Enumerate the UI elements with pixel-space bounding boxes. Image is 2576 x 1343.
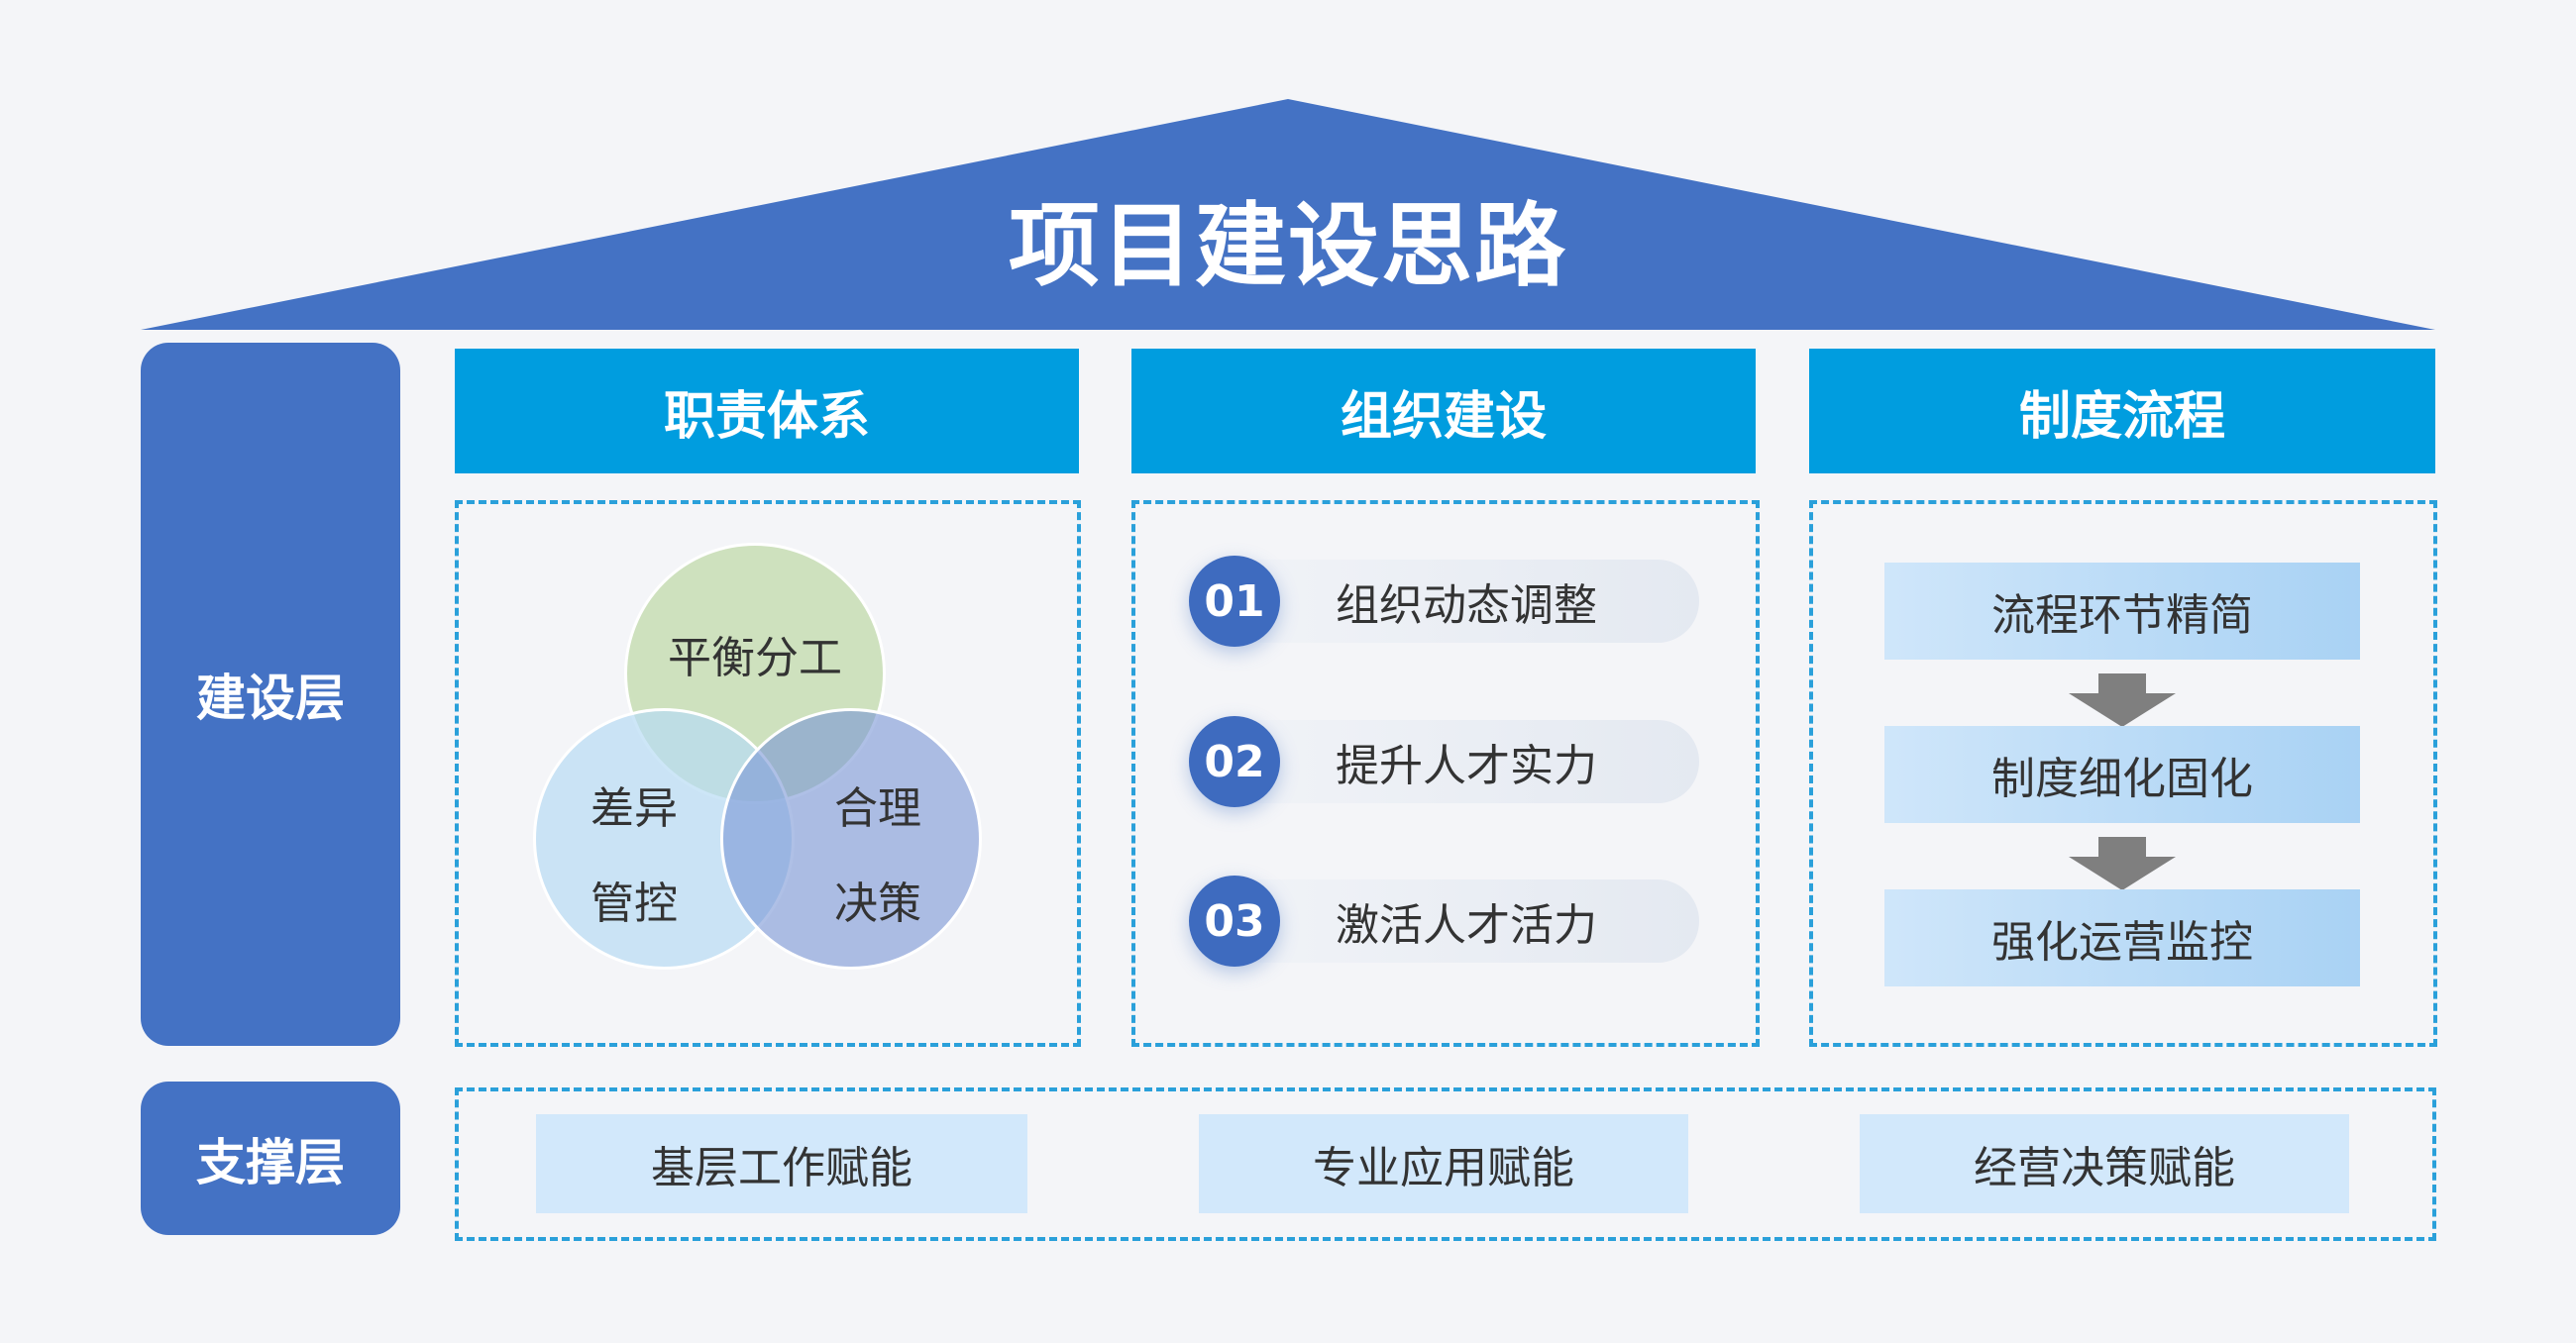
list-item: 组织动态调整	[1189, 560, 1699, 643]
list-item: 提升人才实力	[1189, 720, 1699, 803]
number-badge: 02	[1189, 716, 1280, 807]
section-header-responsibility: 职责体系	[455, 349, 1079, 473]
support-item: 经营决策赋能	[1860, 1114, 2349, 1213]
venn-circle-rational	[720, 708, 982, 970]
responsibility-box	[455, 500, 1081, 1047]
venn-label-right-2: 决策	[834, 878, 921, 929]
process-step: 制度细化固化	[1884, 726, 2360, 823]
roof-triangle	[141, 99, 2435, 330]
support-box	[455, 1087, 2436, 1241]
down-arrow-icon	[2069, 673, 2176, 727]
venn-label-top: 平衡分工	[668, 633, 842, 683]
process-step: 流程环节精简	[1884, 563, 2360, 660]
page-title: 项目建设思路	[1008, 192, 1567, 299]
build-layer-label: 建设层	[141, 343, 400, 1046]
venn-label-left-1: 差异	[590, 783, 678, 834]
process-box	[1809, 500, 2437, 1047]
number-badge: 01	[1189, 556, 1280, 647]
number-badge: 03	[1189, 876, 1280, 967]
support-item: 基层工作赋能	[536, 1114, 1027, 1213]
venn-label-right-1: 合理	[834, 783, 921, 834]
list-item-text: 组织动态调整	[1336, 580, 1597, 631]
down-arrow-icon	[2069, 837, 2176, 890]
organization-box	[1131, 500, 1760, 1047]
list-item-text: 提升人才实力	[1336, 741, 1597, 791]
support-layer-label: 支撑层	[141, 1082, 400, 1235]
list-item-text: 激活人才活力	[1336, 900, 1597, 951]
section-header-organization: 组织建设	[1131, 349, 1756, 473]
list-item: 激活人才活力	[1189, 879, 1699, 963]
support-item: 专业应用赋能	[1199, 1114, 1688, 1213]
venn-label-left-2: 管控	[590, 878, 678, 929]
section-header-process: 制度流程	[1809, 349, 2435, 473]
process-step: 强化运营监控	[1884, 889, 2360, 986]
